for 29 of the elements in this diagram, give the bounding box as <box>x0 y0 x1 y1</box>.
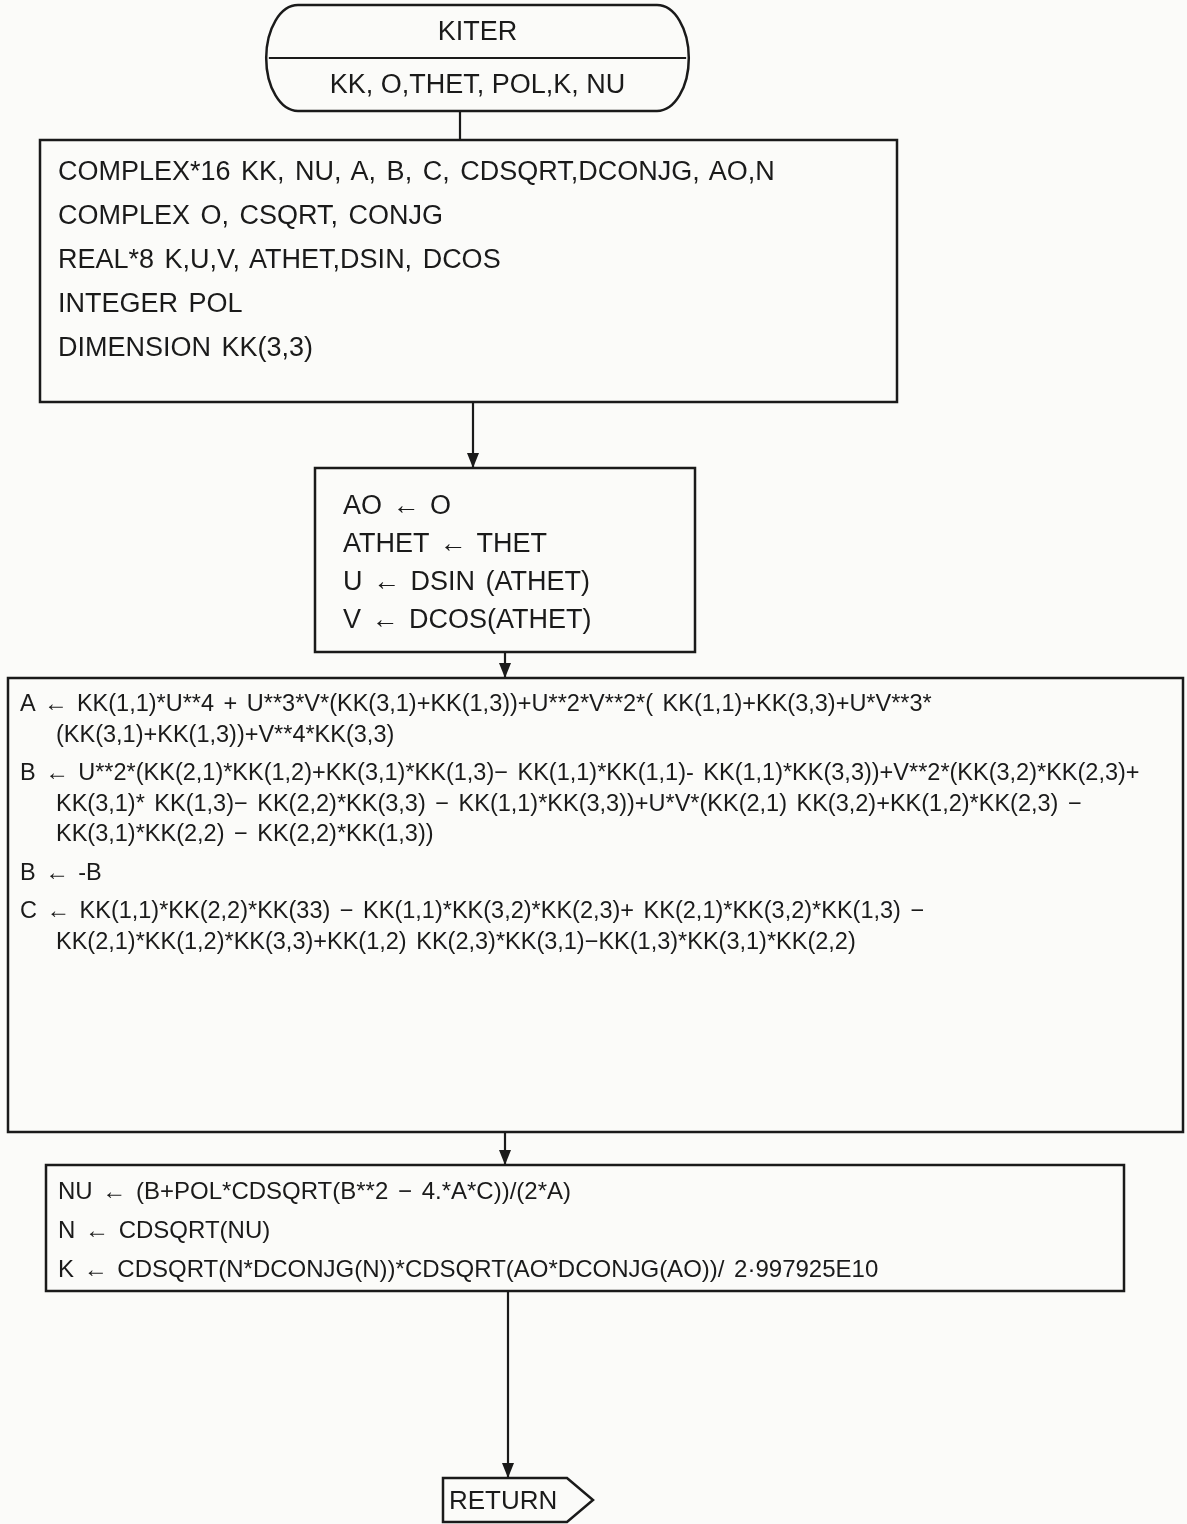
statement-text: DIMENSION KK(3,3) <box>58 331 315 365</box>
statement-text: COMPLEX O, CSQRT, CONJG <box>58 199 445 233</box>
arrow <box>501 1291 515 1478</box>
arrow <box>498 652 512 678</box>
statement-text: K ← CDSQRT(N*DCONJG(N))*CDSQRT(AO*DCONJG(AO))/ 2·997925E10 <box>58 1254 880 1285</box>
parameter-list: KK, O,THET, POL,K, NU <box>245 66 710 103</box>
statement-text: A ← KK(1,1)*U**4 + U**3*V*(KK(3,1)+KK(1,3))+U**2*V**2*( KK(1,1)+KK(3,3)+U*V**3*(KK(3,1)+KK(1,3))+V**4*KK(3,3) <box>20 689 933 749</box>
statement-text: REAL*8 K,U,V, ATHET,DSIN, DCOS <box>58 243 502 277</box>
return-terminal <box>443 1478 593 1522</box>
statement-text: B ← U**2*(KK(2,1)*KK(1,2)+KK(3,1)*KK(1,3)− KK(1,1)*KK(1,1)- KK(1,1)*KK(3,3))+V**2*(KK(3,2)*KK(2,3)+ KK(3,1)* KK(1,3)− KK(2,2)*KK(3,3) − KK(1,1)*KK(3,3))+U*V*(KK(2,1) KK(3,2)+KK(1,2)*KK(2,3) − KK(3,1)*KK(2,2) − KK(2,2)*KK(1,3)) <box>20 758 1141 849</box>
statement-text: B ← -B <box>20 857 103 887</box>
process-box <box>315 468 695 652</box>
statement-text: ATHET ← THET <box>343 527 549 561</box>
statement-text: NU ← (B+POL*CDSQRT(B**2 − 4.*A*C))/(2*A) <box>58 1176 573 1206</box>
connector-line <box>458 111 462 140</box>
statement-text: C ← KK(1,1)*KK(2,2)*KK(33) − KK(1,1)*KK(3,2)*KK(2,3)+ KK(2,1)*KK(3,2)*KK(1,3) − KK(2,1)*KK(1,2)*KK(3,3)+KK(1,2) KK(2,3)*KK(3,1)−KK(1,3)*KK(3,1)*KK(2,2) <box>20 896 926 956</box>
statement-text: INTEGER POL <box>58 287 244 321</box>
statement-text: AO ← O <box>343 489 452 522</box>
statement-text: N ← CDSQRT(NU) <box>58 1215 272 1246</box>
arrow <box>466 402 480 468</box>
process-box <box>46 1165 1124 1291</box>
statement-text: V ← DCOS(ATHET) <box>343 603 593 637</box>
arrow <box>498 1132 512 1165</box>
statement-text: U ← DSIN (ATHET) <box>343 565 591 599</box>
return-label: RETURN <box>449 1485 558 1516</box>
statement-text: COMPLEX*16 KK, NU, A, B, C, CDSQRT,DCONJG, AO,N <box>58 155 776 188</box>
process-box <box>8 678 1183 1132</box>
process-box <box>40 140 897 402</box>
subroutine-name: KITER <box>436 15 519 48</box>
